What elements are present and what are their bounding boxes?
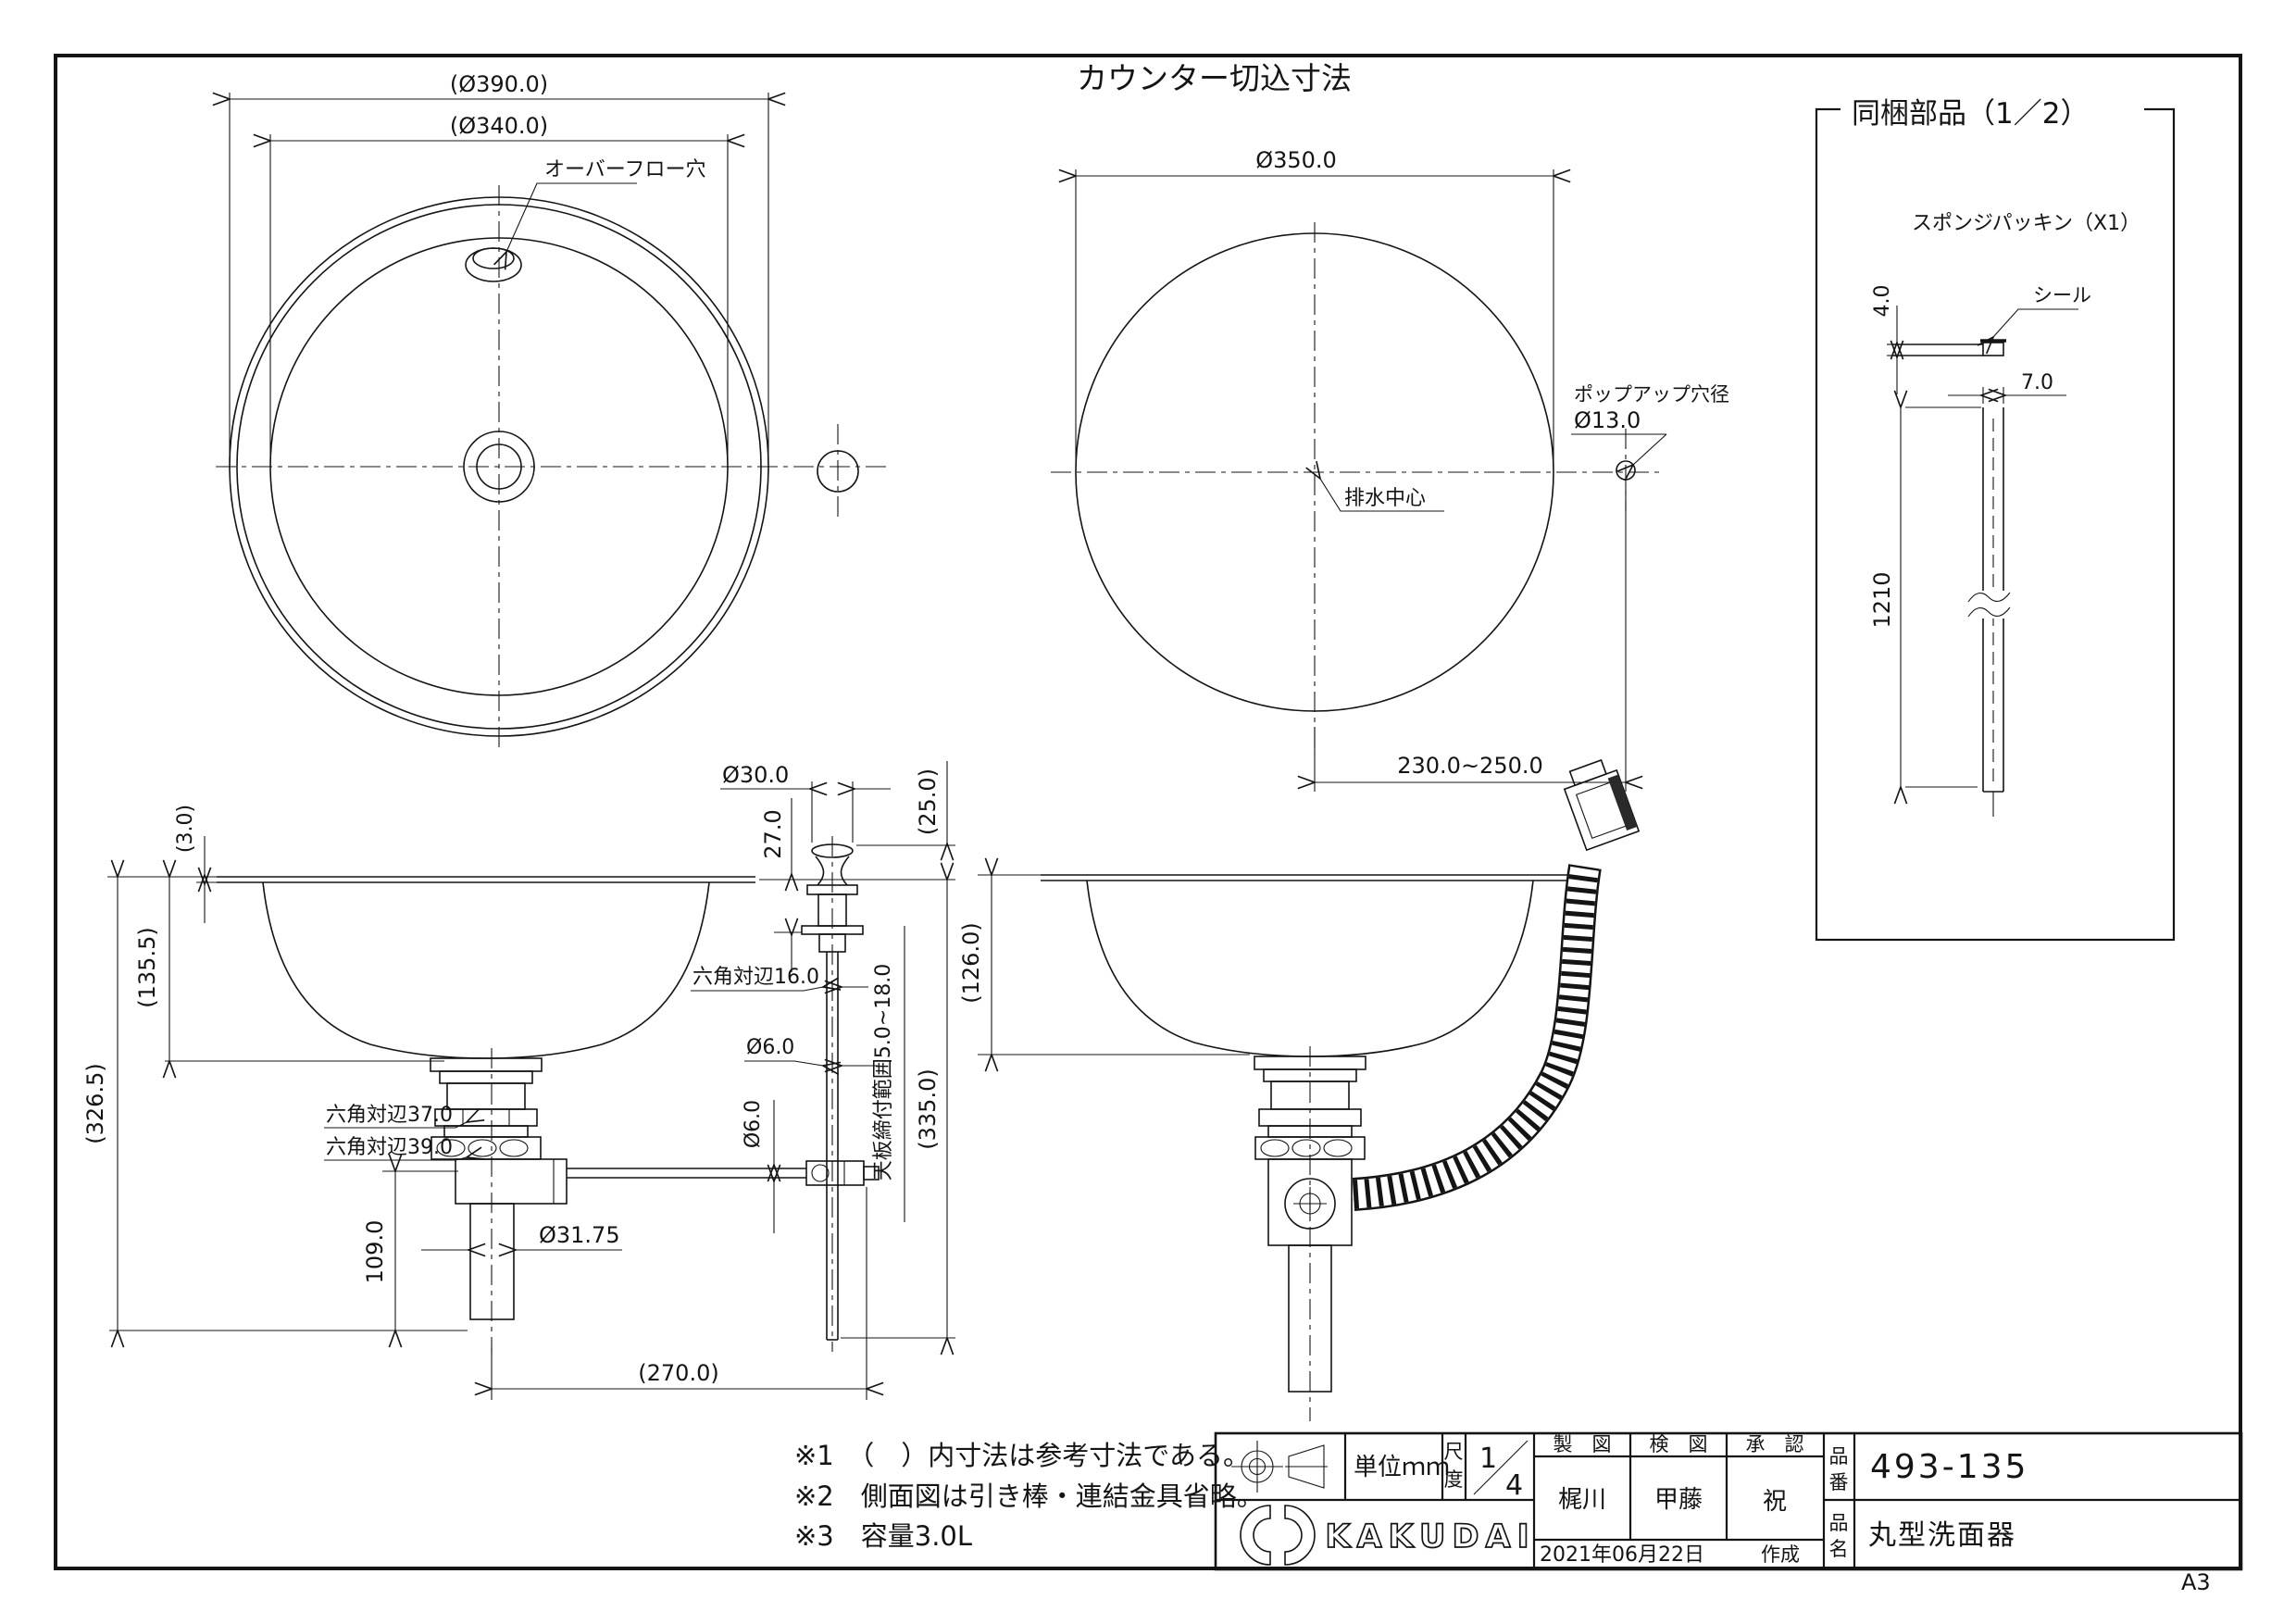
dim-pipe-diameter: Ø31.75 [539, 1222, 620, 1248]
plan-view: (Ø390.0) (Ø340.0) オーバーフロー穴 [216, 71, 892, 752]
drain-center-label: 排水中心 [1344, 487, 1426, 510]
counter-view-title: カウンター切込寸法 [1077, 60, 1352, 96]
dim-strip-length: 1210 [1869, 571, 1895, 628]
overflow-hole [465, 247, 522, 282]
popup-hole-label-2: Ø13.0 [1574, 407, 1641, 433]
clamp-range-label: 天板締付範囲5.0~18.0 [872, 964, 895, 1181]
dim-rod-total: (335.0) [915, 1068, 941, 1149]
header-approve: 承 認 [1746, 1433, 1804, 1455]
side-view-left: (3.0) (135.5) (326.5) 六角対辺37.0 六角対辺39.0 … [82, 761, 955, 1400]
tailpipe [1288, 1244, 1332, 1393]
hose-end-fitting [1563, 758, 1641, 852]
dim-knob-height: 27.0 [760, 809, 786, 858]
notes: ※1 （ ）内寸法は参考寸法である。 ※2 側面図は引き棒・連結金具省略。 ※3… [794, 1440, 1264, 1552]
dim-above-counter: (25.0) [915, 768, 941, 835]
note-2: ※2 側面図は引き棒・連結金具省略。 [794, 1480, 1264, 1512]
scale-label-top: 尺 [1444, 1441, 1464, 1463]
parts-panel-title: 同梱部品（1／2） [1852, 97, 2089, 131]
dim-knob-diameter: Ø30.0 [722, 762, 789, 788]
sheet-border [54, 54, 2242, 1570]
dim-seal-thickness: 4.0 [1871, 285, 1894, 318]
dim-lever-diameter: Ø6.0 [742, 1100, 765, 1148]
dim-bowl-depth: (135.5) [134, 927, 160, 1007]
header-check: 検 図 [1650, 1433, 1708, 1455]
date-created: 2021年06月22日 [1540, 1543, 1704, 1567]
name-approve: 祝 [1763, 1488, 1787, 1516]
title-block: 単位ｍｍ 尺 度 1 4 製 図 検 図 承 認 梶川 甲藤 祝 2021年06… [1214, 1431, 2243, 1571]
dim-popup-offset: 230.0~250.0 [1397, 753, 1543, 779]
note-1: ※1 （ ）内寸法は参考寸法である。 [794, 1440, 1250, 1471]
seal-label: シール [2033, 284, 2091, 306]
part-no-label-top: 品 [1829, 1445, 1849, 1468]
hex37-label: 六角対辺37.0 [326, 1104, 453, 1127]
unit-label: 単位ｍｍ [1354, 1454, 1450, 1481]
kakudai-logo-icon [1240, 1505, 1316, 1566]
popup-hole-label-1: ポップアップ穴径 [1574, 383, 1729, 406]
dim-rod-diameter: Ø6.0 [746, 1036, 794, 1059]
dim-lever-reach: (270.0) [638, 1360, 718, 1386]
dim-total-height: (326.5) [82, 1063, 108, 1143]
valve-body [455, 1158, 568, 1205]
seal-piece [1982, 342, 2004, 356]
dim-strip-width: 7.0 [2021, 371, 2053, 394]
dim-outer-diameter: (Ø390.0) [450, 71, 548, 97]
side-view-right: (126.0) [958, 758, 1641, 1421]
brand-name: KAKUDAI [1325, 1518, 1535, 1555]
product-name: 丸型洗面器 [1868, 1519, 2016, 1552]
scale-label-bottom: 度 [1444, 1468, 1464, 1491]
header-draft: 製 図 [1554, 1433, 1612, 1455]
name-check: 甲藤 [1654, 1486, 1703, 1514]
projection-symbol-icon [1231, 1441, 1328, 1493]
dim-cutout-diameter: Ø350.0 [1255, 147, 1337, 173]
hex16-label: 六角対辺16.0 [693, 966, 819, 989]
flexible-hose [1352, 864, 1602, 1211]
part-number: 493-135 [1870, 1448, 2028, 1486]
scale-numerator: 1 [1479, 1443, 1499, 1475]
name-draft: 梶川 [1558, 1486, 1606, 1514]
dim-bowl-depth-right: (126.0) [958, 922, 984, 1003]
name-label-bottom: 名 [1829, 1538, 1849, 1560]
included-parts-panel: 同梱部品（1／2） スポンジパッキン（X1） シール 4.0 7.0 [1815, 91, 2176, 942]
scale-denominator: 4 [1505, 1469, 1525, 1502]
name-label-top: 品 [1829, 1512, 1849, 1534]
note-3: ※3 容量3.0L [794, 1520, 972, 1552]
hex39-label: 六角対辺39.0 [326, 1136, 453, 1159]
paper-size-label: A3 [2181, 1569, 2211, 1595]
counter-cutout-view: カウンター切込寸法 Ø350.0 排水中心 ポップアップ穴径 Ø13.0 230… [1051, 60, 1729, 792]
lever-fitting [805, 1160, 865, 1186]
dim-inner-diameter: (Ø340.0) [450, 113, 548, 139]
overflow-label: オーバーフロー穴 [544, 158, 705, 181]
tailpipe [469, 1203, 515, 1320]
part-no-label-bottom: 番 [1829, 1471, 1849, 1493]
dim-tailpipe-length: 109.0 [362, 1220, 388, 1284]
dim-rim-height: (3.0) [174, 805, 197, 853]
sponge-packing-label: スポンジパッキン（X1） [1912, 212, 2140, 235]
created-label: 作成 [1761, 1543, 1800, 1566]
